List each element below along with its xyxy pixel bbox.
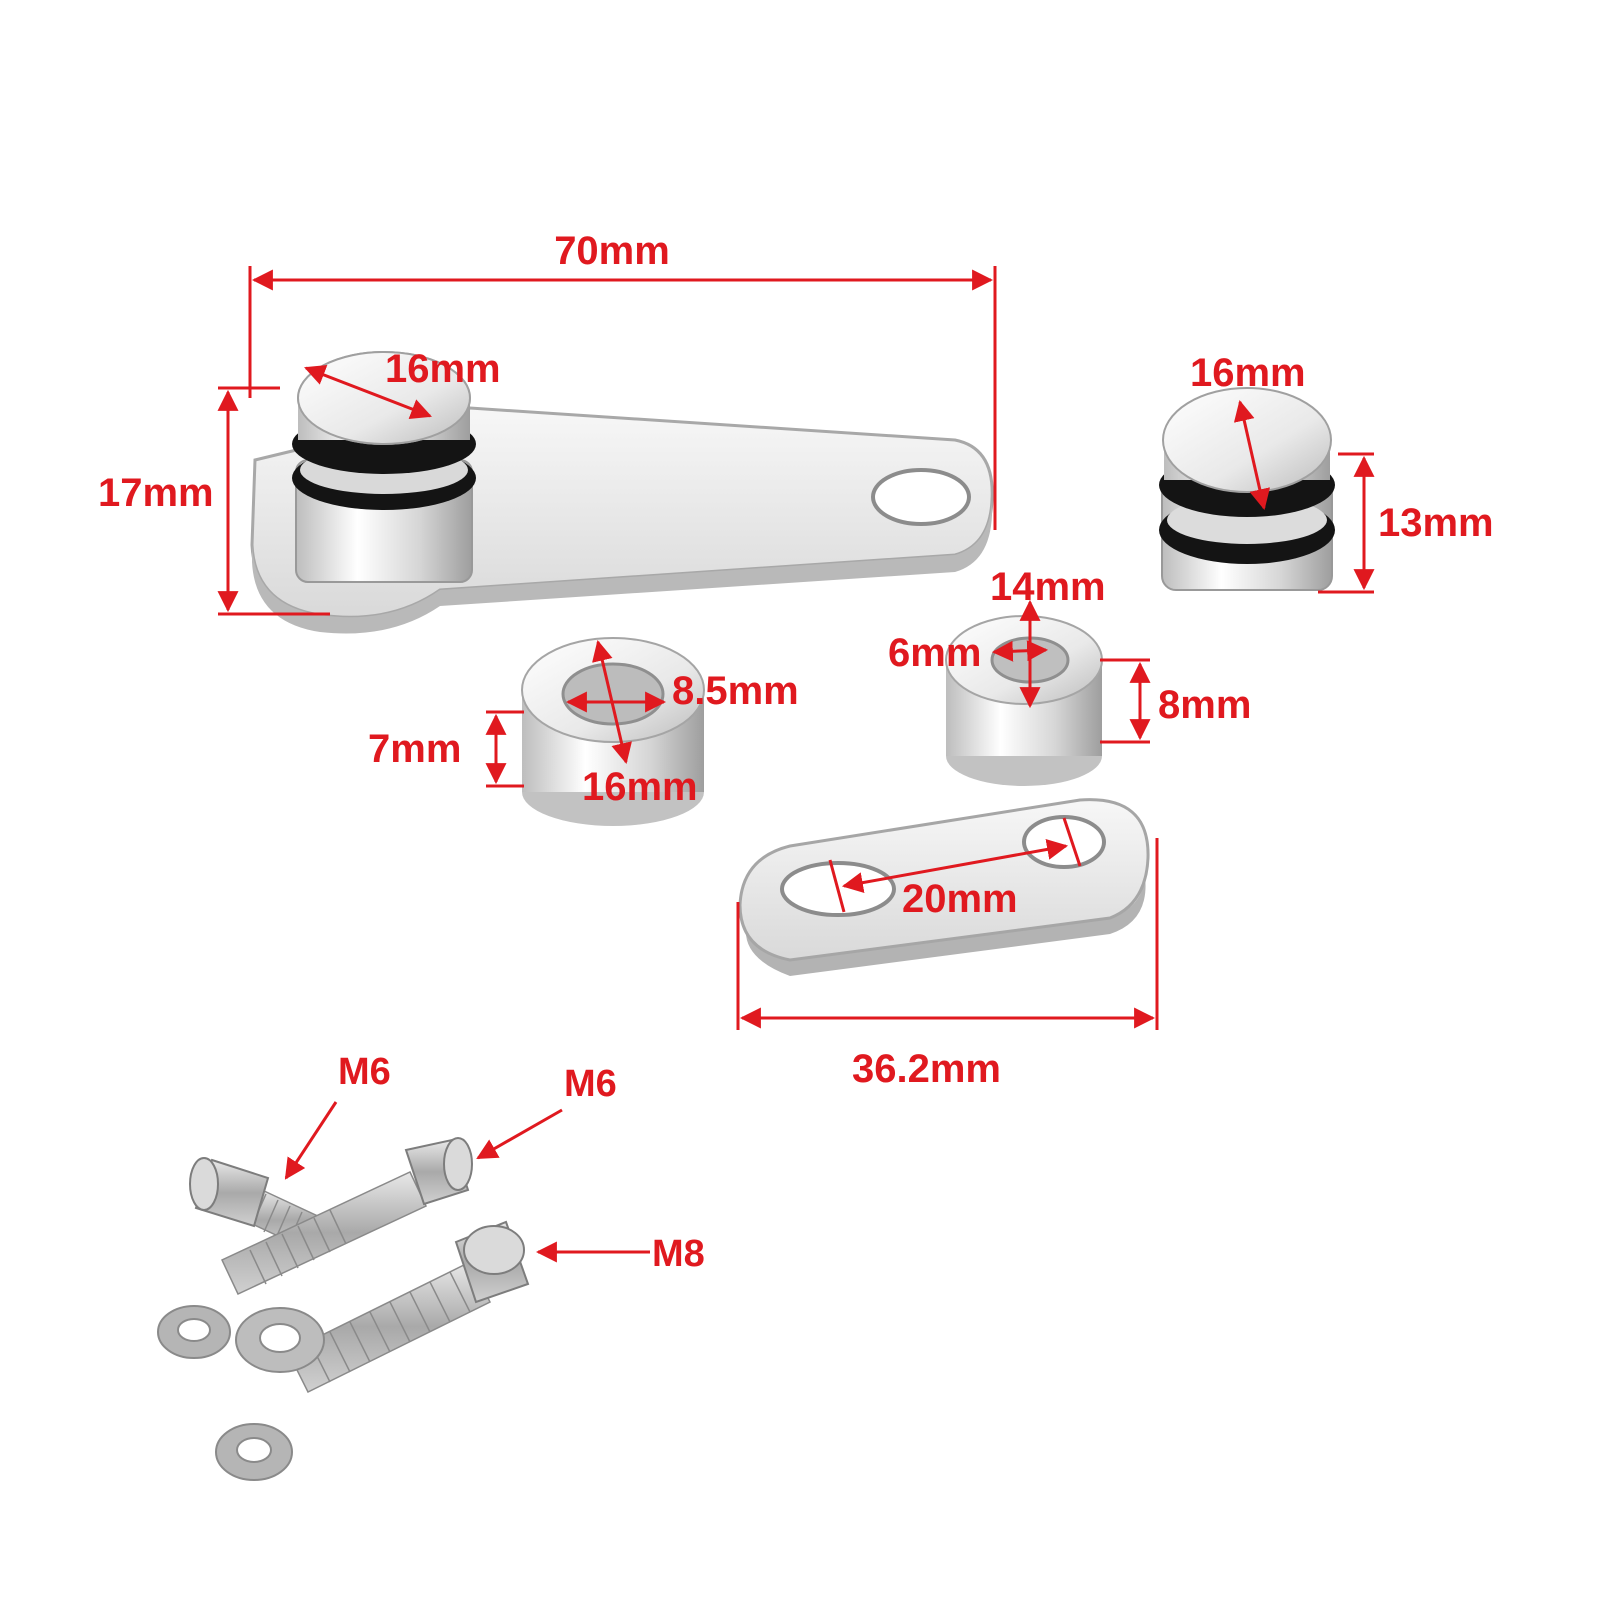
- washer-3: [215, 1423, 293, 1481]
- label-arm-length: 70mm: [554, 229, 670, 273]
- label-plug-height: 13mm: [1378, 501, 1494, 545]
- arm-bracket: [250, 351, 994, 634]
- arm-plate-edge: [252, 500, 992, 634]
- hardware: [157, 1137, 530, 1481]
- bolt-medium: [221, 1137, 473, 1295]
- plug-top: [1162, 387, 1332, 493]
- label-small-spacer-height: 8mm: [1158, 683, 1251, 727]
- label-arm-height: 17mm: [98, 471, 214, 515]
- label-large-spacer-inner: 8.5mm: [672, 669, 799, 713]
- washer-1: [157, 1305, 231, 1359]
- label-bolt-short: M6: [338, 1051, 391, 1093]
- label-large-spacer-height: 7mm: [368, 727, 461, 771]
- label-bolt-medium: M6: [564, 1063, 617, 1105]
- label-plate-length: 36.2mm: [852, 1047, 1001, 1091]
- label-bolt-long: M8: [652, 1233, 705, 1275]
- label-large-spacer-outer: 16mm: [582, 765, 698, 809]
- plug: [1159, 387, 1335, 591]
- dimension-labels: 70mm 16mm 17mm 16mm 13mm 14mm 6mm 8mm 8.…: [98, 229, 1494, 1275]
- large-spacer-hole: [561, 662, 665, 726]
- label-plate-hole-spacing: 20mm: [902, 877, 1018, 921]
- dimension-lines: [217, 266, 1375, 1263]
- link-plate-hole-round: [1022, 815, 1106, 869]
- washer-2: [235, 1307, 325, 1373]
- label-plug-diameter: 16mm: [1190, 351, 1306, 395]
- label-small-spacer-inner: 6mm: [888, 631, 981, 675]
- label-small-spacer-outer: 14mm: [990, 565, 1106, 609]
- arm-hole: [871, 468, 971, 526]
- label-arm-plug-diameter: 16mm: [385, 347, 501, 391]
